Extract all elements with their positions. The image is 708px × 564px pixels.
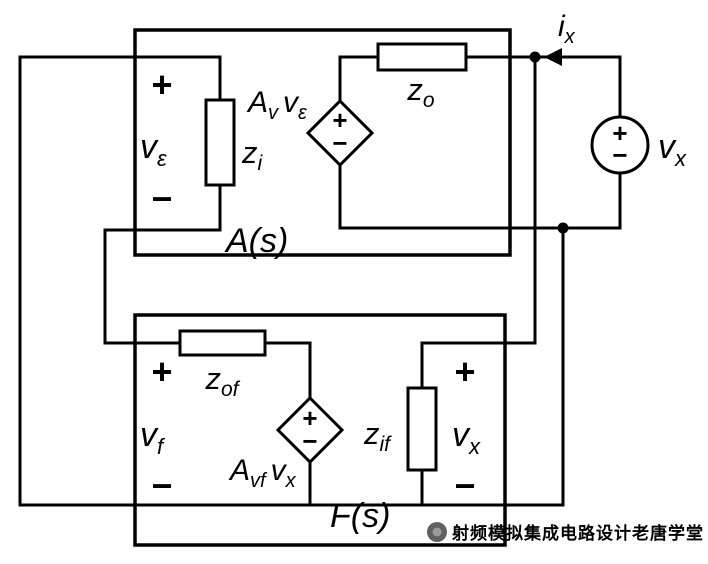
plus-sign: + (454, 351, 475, 392)
wire-source-to-zo (338, 55, 380, 103)
wire-zof-to-source (263, 341, 312, 400)
minus-sign: − (332, 128, 347, 158)
minus-sign: − (454, 465, 475, 506)
plus-sign: + (151, 351, 172, 392)
plus-sign: + (612, 118, 627, 148)
junction-dot-top (529, 51, 541, 63)
wire-input-top (18, 55, 222, 102)
watermark-text: 射频模拟集成电路设计老唐学堂 (451, 523, 704, 543)
watermark: 射频模拟集成电路设计老唐学堂 (427, 522, 704, 543)
label-feedback-block: F(s) (330, 497, 390, 535)
minus-sign: − (612, 140, 627, 170)
feedback-block-outline (133, 313, 507, 547)
label-zi: zi (241, 135, 264, 175)
junction-dot-bottom (557, 222, 569, 234)
label-ve: vε (140, 128, 167, 171)
impedance-zof (178, 329, 267, 357)
plus-sign: + (302, 403, 317, 433)
wire-zo-to-test-source (464, 55, 622, 119)
wire-outer-feedback-loop (18, 55, 565, 507)
impedance-zif (406, 386, 438, 472)
current-arrow-ix (544, 48, 562, 66)
label-vx-port: vx (452, 416, 481, 459)
dependent-source-av (305, 98, 375, 168)
wire-output-bottom-rail (338, 163, 622, 230)
impedance-zo (376, 42, 468, 72)
minus-sign: − (151, 178, 172, 219)
wire-input-bottom-to-feedback (103, 183, 222, 345)
independent-source-vx (590, 115, 650, 175)
dependent-source-avf (275, 395, 345, 465)
impedance-zi (204, 98, 236, 187)
label-vf: vf (140, 416, 166, 459)
label-zif: zif (363, 416, 392, 456)
plus-sign: + (151, 64, 172, 105)
label-zo: zo (406, 72, 435, 112)
label-ix: ix (558, 10, 576, 48)
minus-sign: − (302, 426, 317, 456)
amplifier-block-outline (133, 28, 512, 257)
watermark-logo-inner (432, 527, 442, 537)
wire-zif-to-output-node (420, 55, 537, 390)
plus-sign: + (332, 105, 347, 135)
label-amplifier-block: A(s) (224, 222, 288, 260)
label-vx-source: vx (658, 128, 687, 171)
label-zof: zof (204, 361, 240, 401)
minus-sign: − (151, 465, 172, 506)
